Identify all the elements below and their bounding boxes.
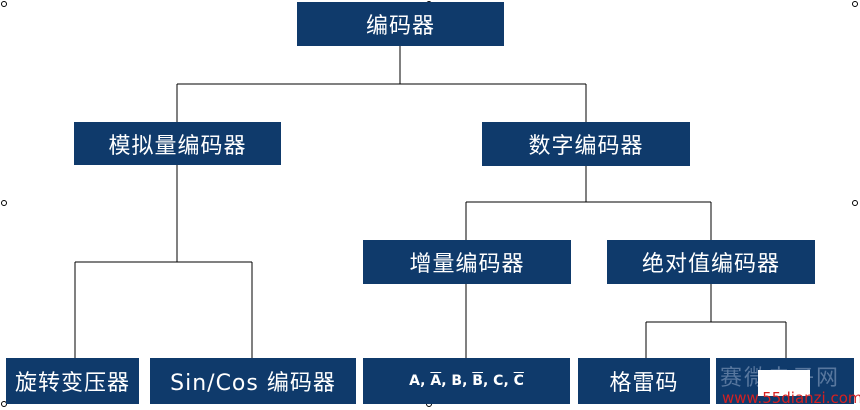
node-root: 编码器 <box>297 2 504 46</box>
connector-absolute-split <box>645 284 787 358</box>
watermark-url: www.55dianzi.com <box>722 389 860 407</box>
handle-top-right <box>852 1 858 7</box>
signal-a: A, <box>409 373 426 389</box>
node-sincos-encoder: Sin/Cos 编码器 <box>150 358 356 404</box>
signal-c-bar: C <box>513 373 524 389</box>
connector-root-split <box>176 46 587 122</box>
signal-a-bar: A <box>430 373 442 389</box>
node-analog-encoder: 模拟量编码器 <box>74 122 281 165</box>
handle-bottom-left <box>1 401 7 407</box>
node-resolver: 旋转变压器 <box>6 358 139 404</box>
signal-b: B, <box>451 373 468 389</box>
signal-b-bar: B <box>472 373 483 389</box>
handle-middle-right <box>852 200 858 206</box>
node-incremental-encoder: 增量编码器 <box>363 240 571 284</box>
node-abc-signals: A, A, B, B, C, C <box>363 358 570 404</box>
handle-middle-left <box>1 200 7 206</box>
handle-top-left <box>1 1 7 7</box>
node-absolute-encoder: 绝对值编码器 <box>607 240 815 284</box>
connector-digital-split <box>465 166 712 242</box>
connector-analog-split <box>74 165 253 358</box>
node-digital-encoder: 数字编码器 <box>482 122 690 166</box>
node-gray-code: 格雷码 <box>578 358 710 404</box>
watermark-cover <box>758 370 810 396</box>
signal-c: C, <box>493 373 509 389</box>
